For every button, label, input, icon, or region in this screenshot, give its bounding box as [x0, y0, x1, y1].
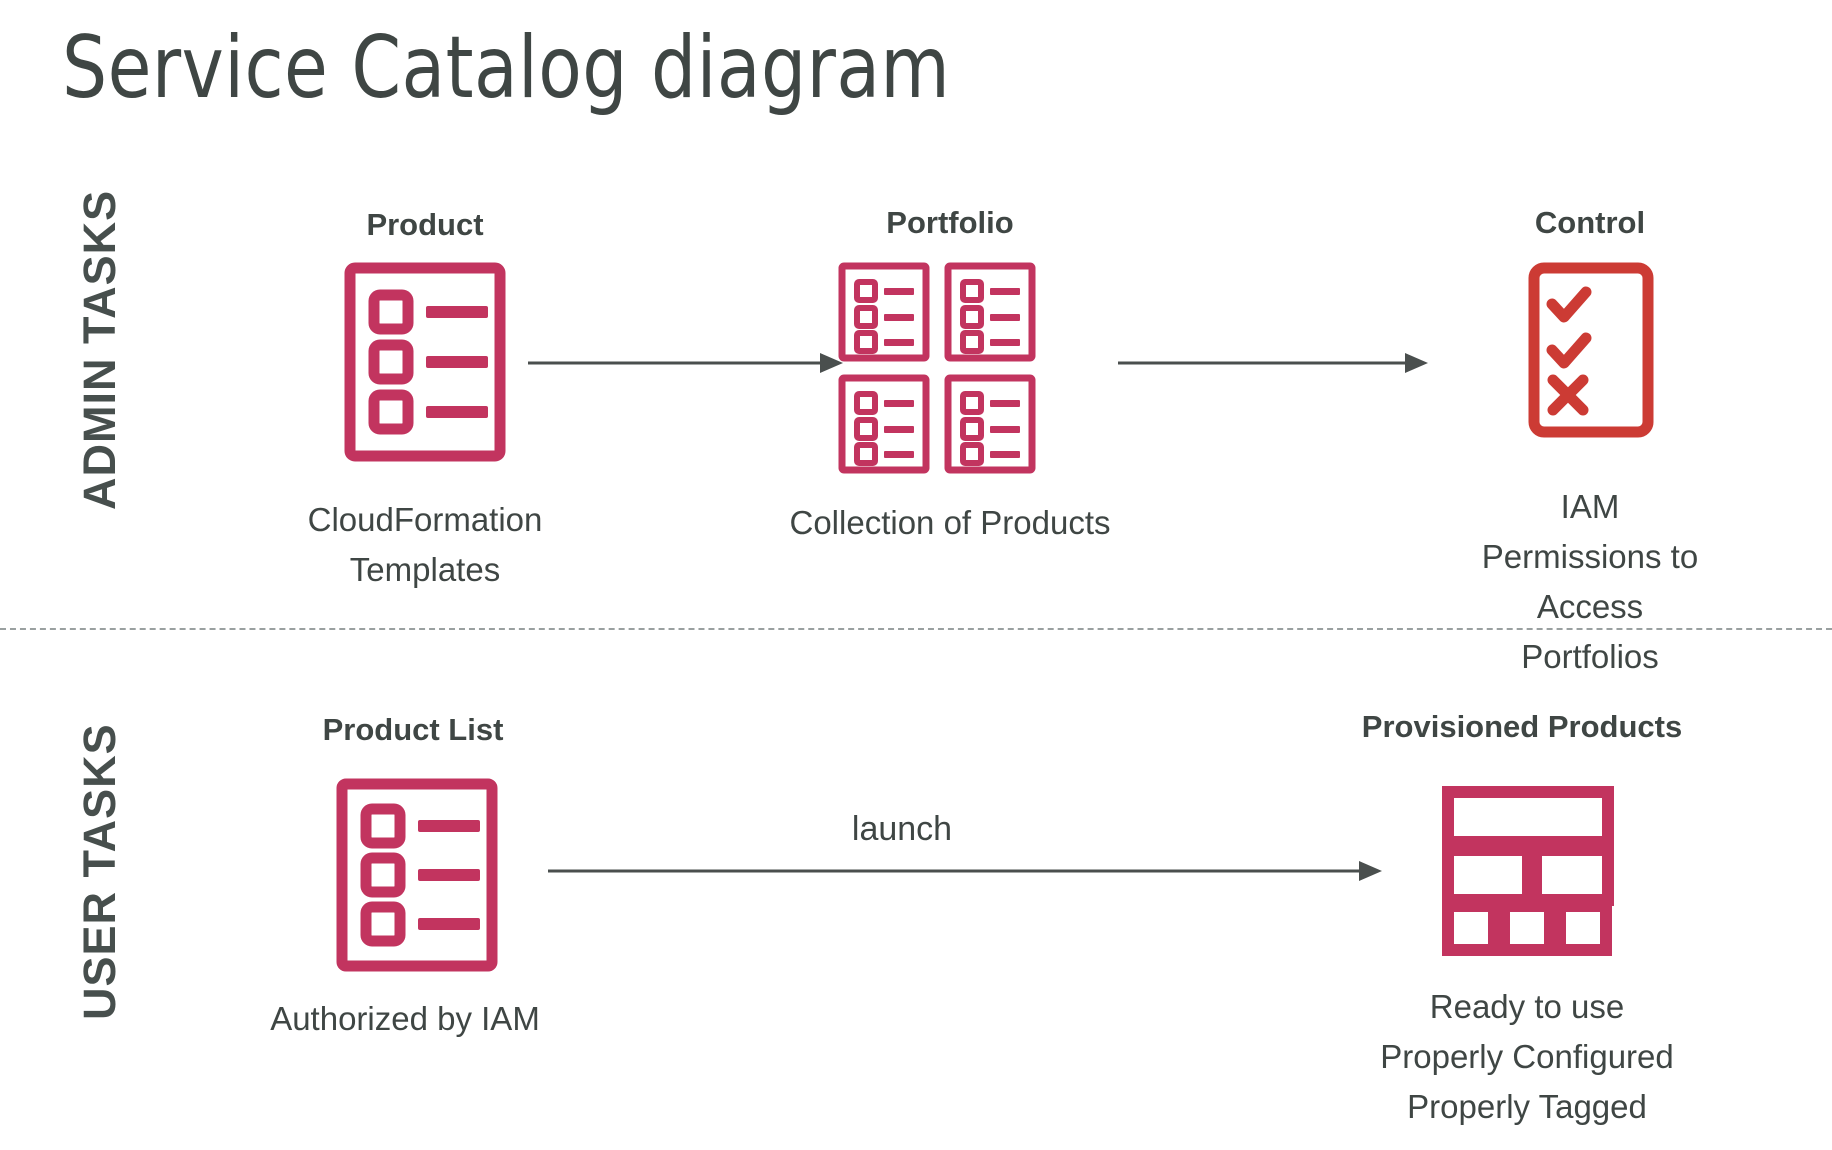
control-checklist-icon	[1528, 262, 1654, 438]
node-heading-provisioned-products: Provisioned Products	[1361, 709, 1683, 744]
section-divider	[0, 628, 1832, 630]
portfolio-grid-icon	[838, 262, 1050, 474]
arrow-label-launch: launch	[851, 810, 953, 848]
node-caption-control: IAM Permissions to Access Portfolios	[1481, 488, 1699, 675]
node-heading-product: Product	[366, 207, 484, 242]
arrow-portfolio-to-control	[1118, 345, 1428, 386]
node-caption-product-list: Authorized by IAM	[270, 1000, 540, 1037]
product-document-icon	[344, 262, 506, 462]
arrow-product-to-portfolio	[528, 345, 843, 386]
product-list-document-icon	[336, 778, 498, 972]
arrow-launch	[548, 853, 1382, 894]
node-caption-provisioned-products: Ready to use Properly Configured Properl…	[1380, 988, 1674, 1125]
section-label-user-tasks: USER TASKS	[74, 723, 125, 1020]
node-heading-portfolio: Portfolio	[886, 205, 1014, 240]
provisioned-products-blocks-icon	[1442, 786, 1614, 956]
node-caption-portfolio: Collection of Products	[789, 504, 1111, 541]
page-title: Service Catalog diagram	[62, 18, 951, 118]
node-heading-product-list: Product List	[322, 712, 504, 747]
node-caption-product: CloudFormation Templates	[307, 501, 543, 588]
section-label-admin-tasks: ADMIN TASKS	[74, 189, 125, 510]
node-heading-control: Control	[1534, 205, 1646, 240]
